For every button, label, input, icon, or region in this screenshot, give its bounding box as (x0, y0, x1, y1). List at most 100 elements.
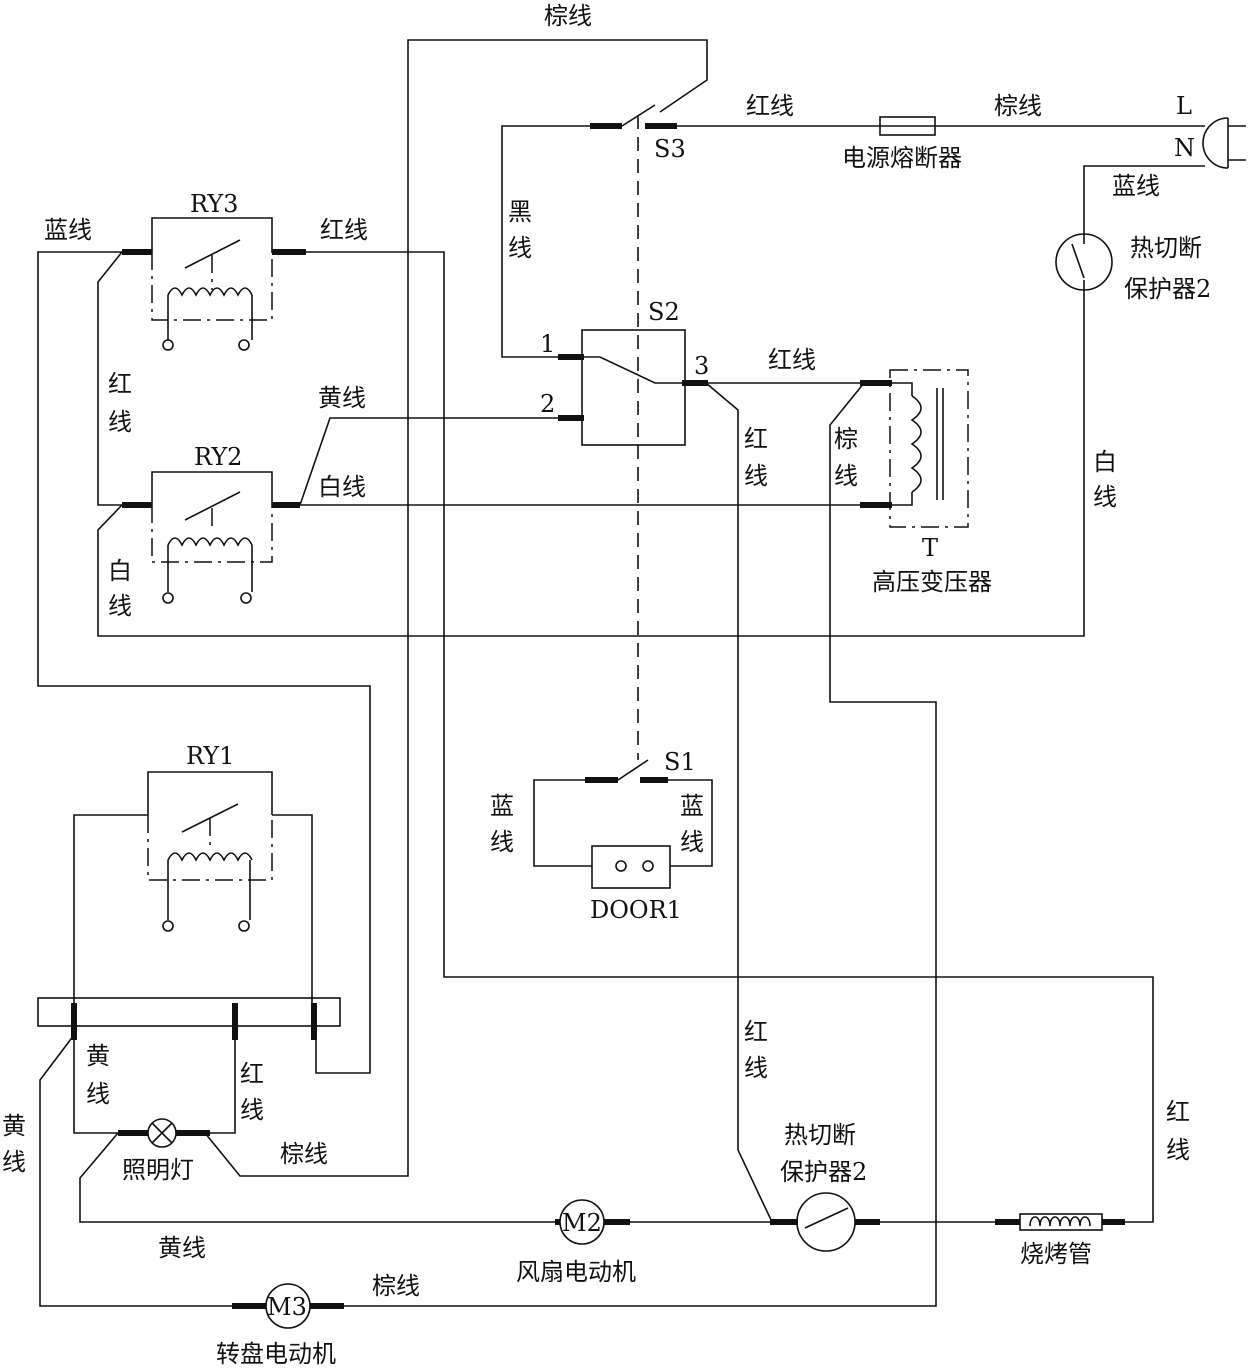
wire-s1-left (533, 779, 592, 867)
wire-s2-switch (584, 356, 706, 384)
label-blue-s1-l2: 线 (490, 828, 514, 856)
wire-n-blue (1083, 165, 1205, 232)
s2-switch-icon (558, 329, 708, 446)
label-white-ry2: 白线 (318, 473, 366, 501)
label-red-mid-1: 红 (744, 425, 768, 453)
wire-s1-right (668, 779, 713, 867)
labels: 棕线 红线 棕线 L N 蓝线 电源熔断器 S3 黑 线 RY3 蓝线 红线 红… (2, 2, 1211, 1368)
label-left-white-2: 线 (108, 592, 132, 620)
label-fuse: 电源熔断器 (842, 144, 962, 172)
label-brown-lamp: 棕线 (280, 1140, 328, 1168)
label-heater: 烧烤管 (1020, 1240, 1092, 1268)
terminal-block (37, 997, 341, 1040)
label-white-right-1: 白 (1093, 448, 1117, 476)
label-red-low-1: 红 (744, 1018, 768, 1046)
wire-ry3-red (306, 251, 1154, 1223)
wire-lamp-yellow (73, 1030, 118, 1134)
label-red-s2-t: 红线 (768, 346, 816, 374)
wire-ry1-right (272, 814, 313, 1005)
label-s3: S3 (654, 135, 686, 163)
label-red-low-2: 线 (744, 1054, 768, 1082)
label-n: N (1174, 134, 1195, 162)
motor-icon-m2 (555, 1199, 630, 1245)
ry3-relay-icon (122, 217, 306, 351)
label-l: L (1176, 92, 1192, 120)
wire-ry3-blue (37, 251, 371, 1074)
label-left-white-1: 白 (108, 557, 132, 585)
fuse-icon (879, 116, 936, 136)
lamp-icon (118, 1118, 210, 1148)
label-blue-s1-r2: 线 (680, 828, 704, 856)
label-brown-top: 棕线 (994, 92, 1042, 120)
label-yellow-far-2: 线 (2, 1148, 26, 1176)
wire-yellow-m3 (39, 1034, 232, 1307)
label-ry2: RY2 (194, 443, 242, 471)
label-yellow-lamp-2: 线 (86, 1080, 110, 1108)
wire-left-red (97, 251, 123, 506)
label-red-right-2: 线 (1166, 1136, 1190, 1164)
label-yellow-far-1: 黄 (2, 1112, 26, 1140)
label-pin3: 3 (694, 352, 709, 380)
label-thermal-top-1: 热切断 (1130, 234, 1202, 262)
wire-black (501, 125, 590, 358)
label-pin2: 2 (540, 390, 555, 418)
label-lamp: 照明灯 (122, 1156, 194, 1184)
thermal-cutoff-icon-bottom (770, 1192, 880, 1252)
label-blue-n: 蓝线 (1112, 172, 1160, 200)
transformer-icon (860, 369, 969, 528)
wire-brown-t (344, 382, 937, 1307)
label-blue-s1-l1: 蓝 (490, 792, 514, 820)
motor-icon-m3 (232, 1283, 344, 1329)
wire-lamp-red (210, 1030, 236, 1134)
label-ry3-red: 红线 (320, 216, 368, 244)
label-brown-t-1: 棕 (834, 425, 858, 453)
wire-ry1-left (73, 814, 148, 1005)
wire-yellow-m2 (79, 1132, 555, 1223)
wire-yellow-s2 (299, 417, 558, 506)
label-m3: M3 (267, 1293, 307, 1321)
label-thermal-top-2: 保护器2 (1124, 275, 1211, 303)
label-yellow-m2: 黄线 (158, 1234, 206, 1262)
label-pin1: 1 (540, 330, 555, 358)
label-ry3-blue: 蓝线 (44, 216, 92, 244)
label-ry3: RY3 (190, 190, 238, 218)
door-switch-icon (591, 845, 671, 889)
ry1-relay-icon (147, 771, 273, 932)
label-s1: S1 (664, 748, 696, 776)
label-yellow-s2: 黄线 (318, 384, 366, 412)
wires (37, 39, 1205, 1307)
wire-brown-top (204, 39, 708, 1177)
plug-icon (1202, 117, 1246, 169)
label-left-red-1: 红 (108, 370, 132, 398)
label-turntable-motor: 转盘电动机 (216, 1340, 336, 1368)
label-red-lamp-2: 线 (240, 1096, 264, 1124)
label-red-mid-2: 线 (744, 462, 768, 490)
label-white-right-2: 线 (1093, 483, 1117, 511)
heater-icon (995, 1213, 1125, 1231)
thermal-cutoff-icon-top (1055, 232, 1113, 292)
label-black-1: 黑 (508, 198, 532, 226)
label-s2: S2 (648, 298, 680, 326)
label-transformer: 高压变压器 (872, 568, 992, 596)
label-top-brown: 棕线 (544, 2, 592, 30)
wire-white-right (97, 292, 1085, 637)
label-red-right-1: 红 (1166, 1098, 1190, 1126)
label-ry1: RY1 (186, 742, 234, 770)
s1-switch-icon (585, 759, 668, 783)
label-black-2: 线 (508, 234, 532, 262)
label-brown-t-2: 线 (834, 462, 858, 490)
label-m2: M2 (562, 1209, 602, 1237)
wire-red-down (705, 382, 800, 1223)
label-thermal-bot-1: 热切断 (784, 1121, 856, 1149)
s3-switch-icon (590, 104, 677, 760)
label-blue-s1-r1: 蓝 (680, 792, 704, 820)
ry2-relay-icon (122, 471, 300, 604)
label-fan-motor: 风扇电动机 (516, 1258, 636, 1286)
label-thermal-bot-2: 保护器2 (780, 1158, 867, 1186)
label-red-top: 红线 (746, 92, 794, 120)
label-yellow-lamp-1: 黄 (86, 1042, 110, 1070)
label-brown-m3: 棕线 (372, 1272, 420, 1300)
label-t: T (922, 534, 938, 562)
label-left-red-2: 线 (108, 408, 132, 436)
